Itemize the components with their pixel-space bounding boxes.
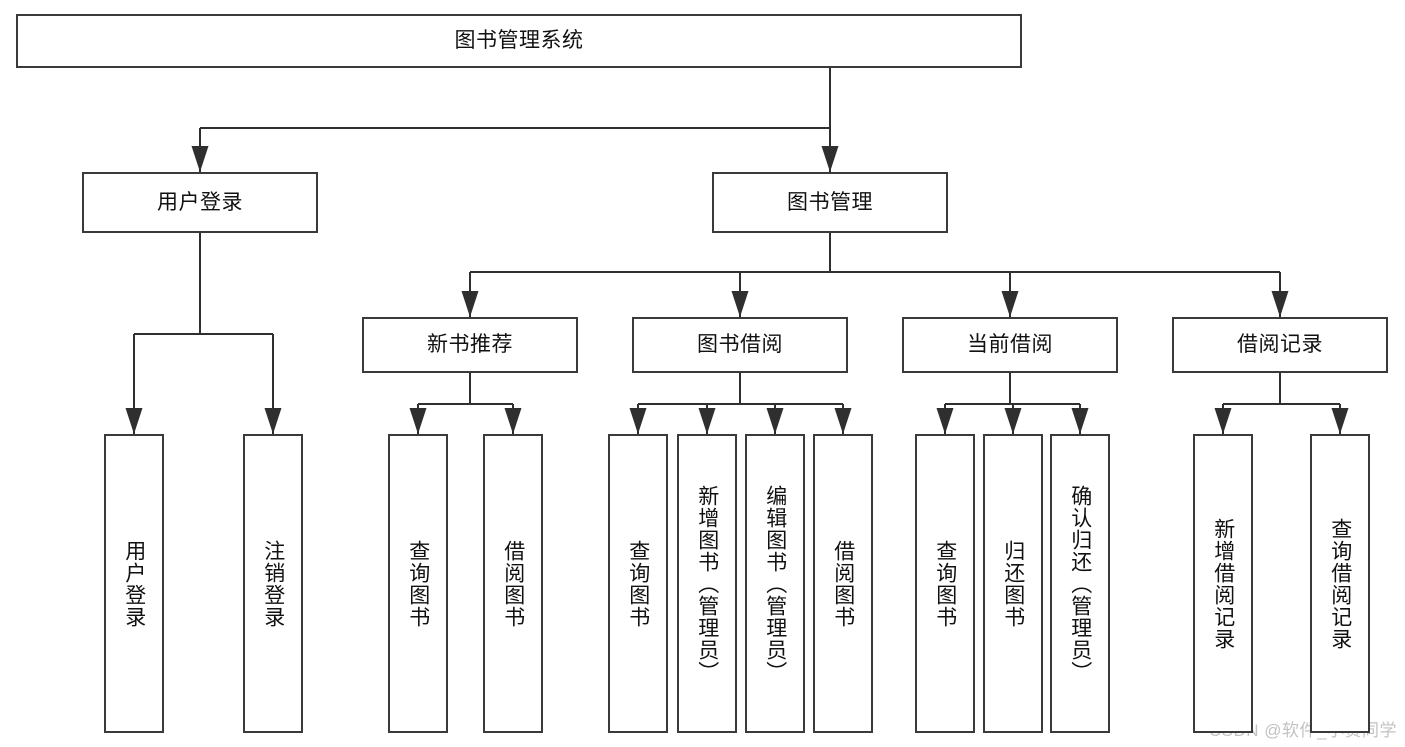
leaf-node-leaf-query-book-borrow[interactable]: 查询图书 <box>608 434 668 733</box>
leaf-node-leaf-add-book-admin[interactable]: 新增图书（管理员） <box>677 434 737 733</box>
leaf-node-leaf-logout-login[interactable]: 注销登录 <box>243 434 303 733</box>
leaf-node-leaf-confirm-return-admin[interactable]: 确认归还（管理员） <box>1050 434 1110 733</box>
node-label: 新增图书（管理员） <box>695 484 719 683</box>
node-label: 当前借阅 <box>967 333 1053 357</box>
leaf-node-leaf-edit-book-admin[interactable]: 编辑图书（管理员） <box>745 434 805 733</box>
leaf-node-leaf-borrow-book[interactable]: 借阅图书 <box>813 434 873 733</box>
leaf-node-leaf-query-borrow-record[interactable]: 查询借阅记录 <box>1310 434 1370 733</box>
node-new-book-recommend[interactable]: 新书推荐 <box>362 317 578 373</box>
node-label: 归还图书 <box>1001 539 1025 628</box>
node-book-borrow[interactable]: 图书借阅 <box>632 317 848 373</box>
node-label: 查询图书 <box>626 539 650 628</box>
node-label: 图书借阅 <box>697 333 783 357</box>
node-current-borrow[interactable]: 当前借阅 <box>902 317 1118 373</box>
node-label: 用户登录 <box>157 190 243 214</box>
node-label: 查询图书 <box>933 539 957 628</box>
node-label: 图书管理系统 <box>454 29 584 53</box>
node-label: 借阅图书 <box>501 539 525 628</box>
leaf-node-leaf-user-login[interactable]: 用户登录 <box>104 434 164 733</box>
node-label: 查询图书 <box>406 539 430 628</box>
node-label: 借阅记录 <box>1237 333 1323 357</box>
node-label: 注销登录 <box>261 539 285 628</box>
node-user-login[interactable]: 用户登录 <box>82 172 318 233</box>
node-label: 确认归还（管理员） <box>1068 484 1092 683</box>
node-label: 编辑图书（管理员） <box>763 484 787 683</box>
leaf-node-leaf-query-book-recommend[interactable]: 查询图书 <box>388 434 448 733</box>
node-label: 新书推荐 <box>427 333 513 357</box>
leaf-node-leaf-borrow-book-recommend[interactable]: 借阅图书 <box>483 434 543 733</box>
node-label: 查询借阅记录 <box>1328 517 1352 650</box>
node-book-management[interactable]: 图书管理 <box>712 172 948 233</box>
node-root-图书管理系统[interactable]: 图书管理系统 <box>16 14 1022 68</box>
leaf-node-leaf-return-book[interactable]: 归还图书 <box>983 434 1043 733</box>
node-label: 借阅图书 <box>831 539 855 628</box>
leaf-node-leaf-add-borrow-record[interactable]: 新增借阅记录 <box>1193 434 1253 733</box>
node-borrow-record[interactable]: 借阅记录 <box>1172 317 1388 373</box>
node-label: 新增借阅记录 <box>1211 517 1235 650</box>
leaf-node-leaf-query-book-current[interactable]: 查询图书 <box>915 434 975 733</box>
node-label: 用户登录 <box>122 539 146 628</box>
node-label: 图书管理 <box>787 190 873 214</box>
